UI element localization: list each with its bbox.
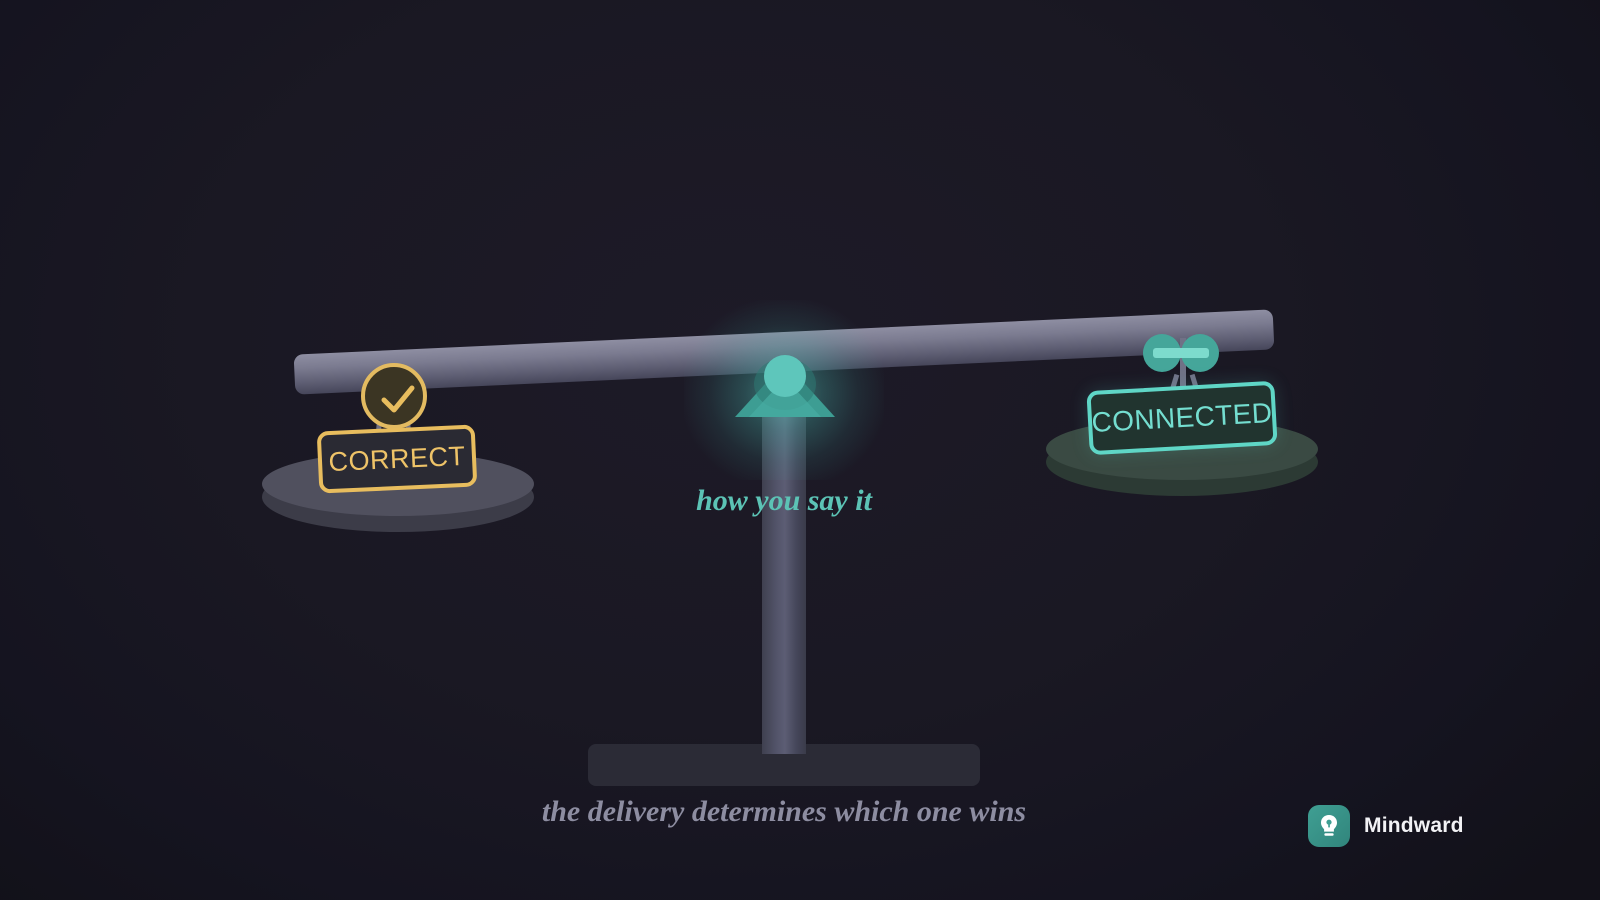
brand-name: Mindward: [1364, 814, 1464, 837]
fulcrum-ball: [764, 355, 806, 397]
brand-logo: Mindward: [1308, 805, 1464, 847]
sign-correct-label: CORRECT: [327, 440, 467, 477]
fulcrum-caption: how you say it: [696, 484, 872, 517]
lightbulb-icon: [1308, 805, 1350, 847]
check-circle-icon: [361, 363, 427, 429]
sign-connected-label: CONNECTED: [1090, 396, 1274, 439]
scale-pillar: [762, 392, 806, 754]
bottom-caption: the delivery determines which one wins: [541, 795, 1027, 828]
link-icon: [1143, 334, 1219, 372]
sign-connected[interactable]: CONNECTED: [1086, 380, 1278, 456]
